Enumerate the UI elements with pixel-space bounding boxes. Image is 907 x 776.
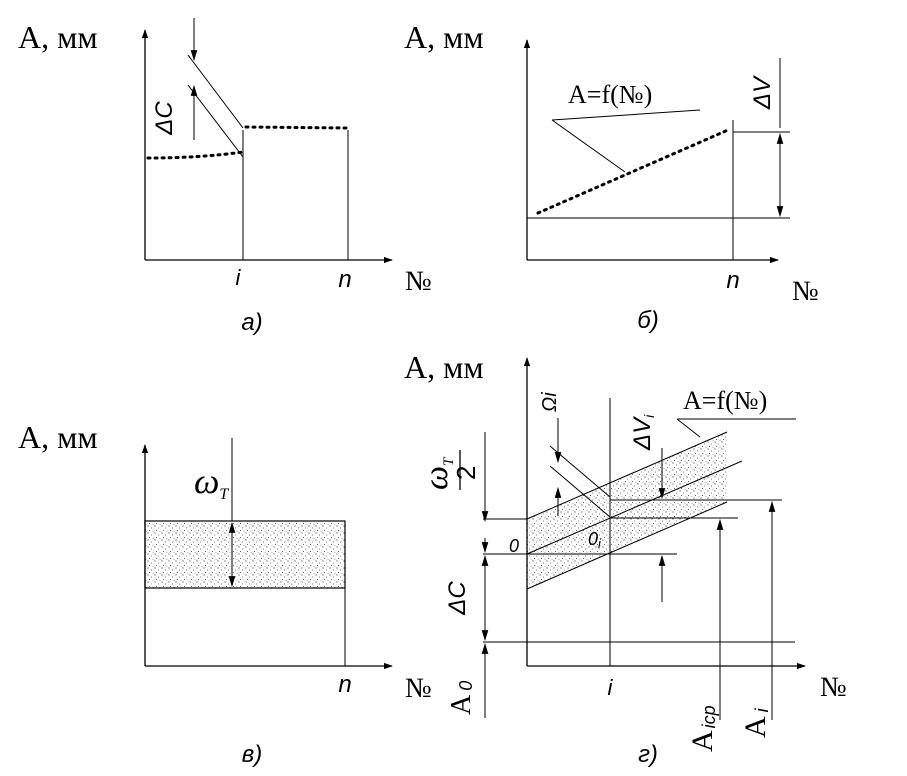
a-tick-n: n (338, 266, 351, 293)
b-delta-v: ΔV (749, 75, 776, 110)
g-origin-0: 0 (509, 536, 519, 556)
b-x-label: № (792, 276, 819, 307)
g-aicp: Aicp (686, 705, 719, 752)
a-dotted-before (146, 150, 245, 160)
g-omega-i: Ωi (539, 392, 561, 412)
b-function-underline (551, 109, 701, 121)
v-x-label: № (405, 673, 432, 704)
g-function-label: A=f(№) (683, 386, 767, 415)
a-y-label: А, мм (18, 19, 98, 55)
g-function-leader (676, 418, 701, 438)
g-ai: Ai (739, 707, 772, 738)
v-y-label: А, мм (18, 419, 98, 455)
g-delta-vi: ΔVi (629, 414, 657, 451)
a-x-label: № (405, 266, 432, 297)
a-tick-i: i (236, 265, 242, 290)
g-x-label: № (820, 672, 847, 703)
g-a0: A0 (446, 681, 477, 715)
diagram-b: А, мм № ΔV A=f(№) n б) (404, 19, 819, 334)
g-mean-line (526, 460, 743, 555)
b-function-label: A=f(№) (568, 80, 652, 109)
v-tolerance-band (144, 520, 346, 589)
g-omega-i-leader1 (549, 445, 611, 498)
a-caption: а) (241, 309, 262, 336)
g-delta-c: ΔC (444, 581, 471, 616)
a-leader-upper (187, 54, 244, 129)
b-dotted-trend (536, 128, 730, 215)
g-y-label: А, мм (404, 349, 484, 385)
b-caption: б) (637, 307, 659, 334)
diagram-a: А, мм № ΔC i n а) (18, 18, 432, 336)
g-tick-i: i (608, 675, 614, 700)
g-omega-half-den: 2 (451, 466, 481, 480)
b-function-leader (551, 119, 626, 173)
v-tick-n: n (338, 671, 351, 698)
b-tick-n: n (726, 267, 739, 294)
g-caption: г) (638, 741, 658, 768)
g-band-lower (526, 501, 728, 590)
a-delta-c: ΔC (151, 101, 178, 136)
a-leader-lower (187, 84, 244, 158)
diagram-g: А, мм № ωT 2 ΔC A0 Ωi ΔVi (404, 349, 847, 768)
g-omega-i-leader2 (549, 465, 611, 518)
diagram-v: А, мм № ωT n в) (18, 419, 432, 768)
v-caption: в) (242, 741, 263, 768)
a-dotted-after (244, 125, 350, 130)
v-omega-t: ωT (194, 461, 229, 503)
g-band-upper (526, 431, 728, 520)
b-y-label: А, мм (404, 19, 484, 55)
